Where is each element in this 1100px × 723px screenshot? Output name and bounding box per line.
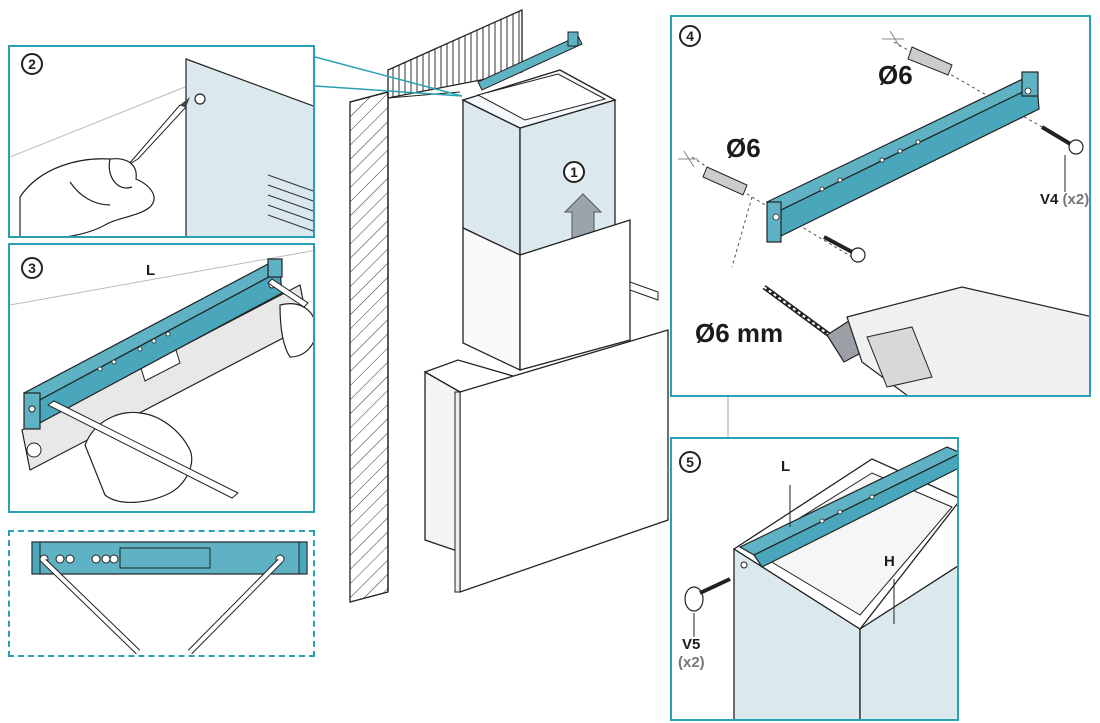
hand-icon [19, 158, 155, 236]
hood-body [423, 329, 721, 593]
screw-v4-qty: (x2) [1062, 191, 1090, 208]
screw-v5-name: V5 [682, 636, 701, 653]
step4-panel [670, 15, 1091, 397]
screw-icon [684, 577, 731, 637]
step-badge-3: 3 [21, 257, 43, 279]
vent-slots [267, 174, 313, 232]
leader-lines [314, 56, 729, 438]
step-badge-1: 1 [563, 161, 585, 183]
step-badge-4: 4 [679, 25, 701, 47]
wall-bracket-l [23, 258, 283, 430]
part-label-l-step3: L [146, 262, 156, 279]
step2-panel [8, 45, 315, 238]
step3-illustration [10, 250, 313, 503]
screw-icon [823, 125, 1084, 263]
screw-v5-qty: (x2) [678, 654, 705, 671]
wall-bracket-l [738, 446, 957, 568]
drill-bit-size: Ø6 mm [695, 318, 784, 348]
step3-panel [8, 243, 315, 513]
bracket-detail-panel [8, 530, 315, 657]
top-bracket [477, 31, 583, 91]
pencil-icon [127, 97, 190, 166]
drill-icon [762, 284, 1089, 395]
part-label-h-step5: H [884, 553, 895, 570]
bracket-detail-illustration [31, 541, 308, 655]
lower-chimney [462, 219, 659, 372]
hole-diameter-left: Ø6 [726, 133, 761, 163]
screw-v5-qty-text: (x2) [678, 654, 705, 671]
screw-v4-name: V4 [1040, 191, 1059, 208]
hole-diameter-top: Ø6 [878, 60, 913, 90]
step2-illustration [10, 58, 313, 236]
screw-v4-label: V4 (x2) [1040, 191, 1089, 208]
step-badge-2: 2 [21, 53, 43, 75]
wall-section [349, 8, 523, 603]
pencil-icon [47, 278, 309, 499]
part-label-l-step5: L [781, 458, 791, 475]
wall-bracket-l [765, 71, 1040, 243]
step5-illustration [684, 446, 957, 719]
step5-panel [670, 437, 959, 721]
step4-illustration [678, 30, 1089, 395]
wall-plug-icon [678, 30, 953, 196]
step-badge-5: 5 [679, 451, 701, 473]
